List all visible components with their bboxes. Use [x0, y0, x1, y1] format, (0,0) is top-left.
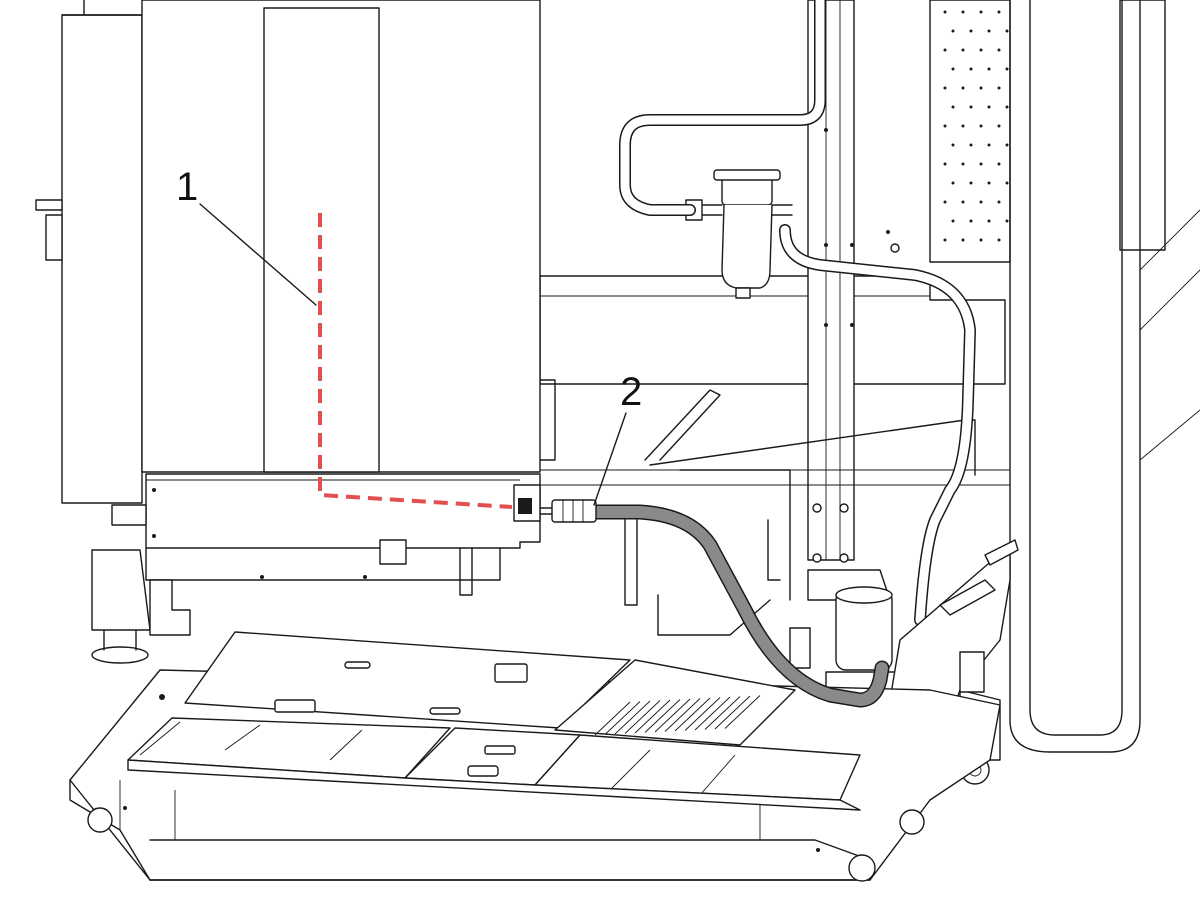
- perforation-dot: [943, 124, 947, 128]
- perforation-dot: [1005, 67, 1009, 71]
- perforation-dot: [951, 67, 955, 71]
- perforation-dot: [997, 124, 1001, 128]
- perforation-dot: [961, 200, 965, 204]
- perforation-dot: [1005, 29, 1009, 33]
- perforation-dot: [997, 200, 1001, 204]
- perforation-dot: [987, 67, 991, 71]
- perforation-dot: [969, 143, 973, 147]
- perforation-dot: [979, 238, 983, 242]
- grate-line: [614, 700, 651, 735]
- grate-line: [714, 695, 751, 730]
- perforation-dot: [979, 86, 983, 90]
- grate-line: [594, 701, 631, 736]
- perforation-pattern: [943, 10, 1009, 242]
- back-frame: [539, 0, 1200, 753]
- perforation-dot: [943, 200, 947, 204]
- perforation-dot: [951, 105, 955, 109]
- perforation-dot: [987, 143, 991, 147]
- power-plug: [551, 499, 597, 523]
- callout-2-label: 2: [620, 370, 642, 414]
- grated-tray: [554, 659, 796, 746]
- air-tubing: [619, 0, 977, 626]
- perforation-dot: [969, 29, 973, 33]
- cable-route-dashed-line: [318, 213, 513, 509]
- perforation-dot: [961, 238, 965, 242]
- perforation-dot: [987, 181, 991, 185]
- grate-line: [604, 701, 641, 735]
- perforation-dot: [1005, 181, 1009, 185]
- grate-lines: [594, 695, 761, 736]
- tray-base: [69, 631, 1001, 882]
- perforation-dot: [969, 219, 973, 223]
- callout-2: 2: [593, 370, 642, 506]
- grate-line: [624, 700, 661, 734]
- perforation-dot: [979, 124, 983, 128]
- filter-unit: [685, 169, 793, 299]
- perforation-dot: [997, 86, 1001, 90]
- grate-line: [694, 696, 731, 731]
- perforation-dot: [979, 48, 983, 52]
- grate-line: [674, 697, 711, 732]
- perforation-dot: [979, 10, 983, 14]
- grate-line: [654, 698, 691, 733]
- perforation-dot: [969, 105, 973, 109]
- perforation-dot: [943, 86, 947, 90]
- callout-1-label: 1: [176, 165, 198, 209]
- pump-motor: [789, 569, 903, 701]
- grate-line: [724, 695, 761, 729]
- perforation-dot: [961, 124, 965, 128]
- perforation-dot: [997, 10, 1001, 14]
- perforation-dot: [961, 86, 965, 90]
- callout-1: 1: [176, 165, 317, 306]
- perforation-dot: [961, 162, 965, 166]
- perforation-dot: [979, 162, 983, 166]
- callout-2-leader: [593, 412, 627, 506]
- perforation-dot: [1005, 143, 1009, 147]
- perforation-dot: [951, 181, 955, 185]
- grate-line: [684, 697, 721, 731]
- grate-line: [664, 698, 701, 732]
- grate-line: [704, 696, 741, 730]
- left-cabinet: [35, 0, 541, 664]
- perforation-dot: [987, 219, 991, 223]
- perforation-dot: [969, 181, 973, 185]
- perforation-dot: [943, 238, 947, 242]
- perforation-dot: [987, 29, 991, 33]
- perforation-dot: [943, 162, 947, 166]
- perforation-dot: [969, 67, 973, 71]
- perforation-dot: [997, 162, 1001, 166]
- perforation-dot: [987, 105, 991, 109]
- grate-line: [634, 699, 671, 734]
- perforation-dot: [961, 48, 965, 52]
- callout-1-leader: [199, 203, 317, 306]
- perforation-dot: [997, 48, 1001, 52]
- perforation-dot: [943, 10, 947, 14]
- perforation-dot: [961, 10, 965, 14]
- perforation-dot: [943, 48, 947, 52]
- perforation-dot: [951, 29, 955, 33]
- perforation-dot: [951, 219, 955, 223]
- perforation-dot: [951, 143, 955, 147]
- perforation-dot: [979, 200, 983, 204]
- power-cable: [539, 499, 890, 708]
- perforation-dot: [997, 238, 1001, 242]
- perforation-dot: [1005, 219, 1009, 223]
- grate-line: [644, 699, 681, 733]
- perforation-dot: [1005, 105, 1009, 109]
